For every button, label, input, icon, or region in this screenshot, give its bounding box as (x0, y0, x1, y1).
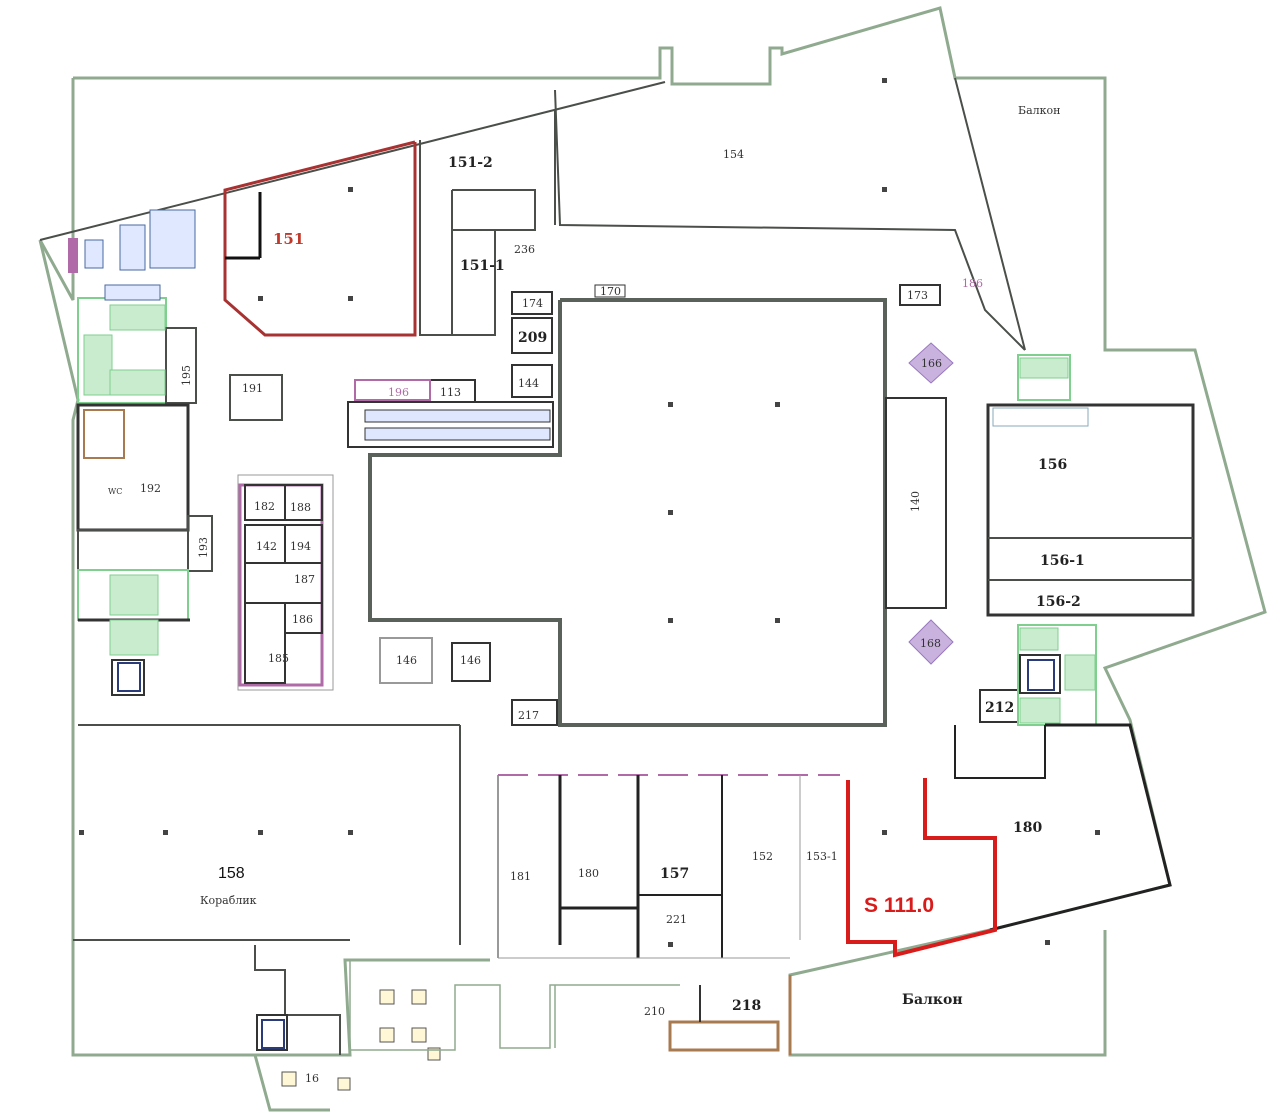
room-151-2-label: 151-2 (448, 155, 493, 171)
stairs (83, 304, 1096, 724)
room-209-label: 209 (518, 330, 547, 346)
room-labels: 151 151-2 151-1 154 236 174 209 144 170 … (108, 104, 1085, 1085)
right-blocks (954, 354, 1195, 932)
room-188-label: 188 (290, 501, 311, 514)
cafe-furniture (281, 989, 441, 1091)
balcony-bottom-label: Балкон (902, 992, 963, 1008)
room-236-label: 236 (514, 243, 535, 256)
room-191-label: 191 (242, 382, 263, 395)
room-193-label: 193 (197, 537, 210, 558)
room-210-label: 210 (644, 1005, 665, 1018)
left-blocks (73, 297, 461, 1055)
room-173-label: 173 (907, 289, 928, 302)
bottom-rooms (349, 960, 792, 1055)
room-153-1-label: 153-1 (806, 850, 838, 863)
room-196-label: 196 (388, 386, 409, 399)
room-151-walls (223, 140, 417, 337)
room-152-label: 152 (752, 850, 773, 863)
room-158-name: Кораблик (200, 894, 257, 907)
wc-label: WC (108, 487, 122, 496)
room-146b-label: 146 (460, 654, 481, 667)
room-221-label: 221 (666, 913, 687, 926)
lifts (117, 659, 1055, 1049)
room-180a-label: 180 (578, 867, 599, 880)
room-140-label: 140 (909, 491, 922, 512)
room-186-label: 186 (292, 613, 313, 626)
room-151-label: 151 (273, 230, 304, 248)
room-156-label: 156 (1038, 457, 1067, 473)
area-label: S 111.0 (864, 894, 934, 917)
room-194-label: 194 (290, 540, 311, 553)
room-142-label: 142 (256, 540, 277, 553)
room-158-label: 158 (218, 865, 245, 882)
room-217-label: 217 (518, 709, 539, 722)
room-166-label: 166 (921, 357, 942, 370)
room-156-2-label: 156-2 (1036, 594, 1081, 610)
room-113-label: 113 (440, 386, 461, 399)
room-144-label: 144 (518, 377, 539, 390)
room-156-1-label: 156-1 (1040, 553, 1085, 569)
room-174-label: 174 (522, 297, 543, 310)
room-181-label: 181 (510, 870, 531, 883)
room-180b-label: 180 (1013, 820, 1042, 836)
room-16-label: 16 (305, 1072, 319, 1085)
atrium (368, 298, 887, 727)
room-186-top-label: 186 (962, 277, 983, 290)
room-192-label: 192 (140, 482, 161, 495)
kiosk-cluster (237, 474, 558, 726)
room-146a-label: 146 (396, 654, 417, 667)
room-154-label: 154 (723, 148, 744, 161)
room-185-label: 185 (268, 652, 289, 665)
lower-shops (497, 774, 840, 1052)
room-168-label: 168 (920, 637, 941, 650)
pillars (79, 78, 1100, 947)
room-187-label: 187 (294, 573, 315, 586)
room-151-1-label: 151-1 (460, 258, 505, 274)
room-157-label: 157 (660, 866, 689, 882)
room-182-label: 182 (254, 500, 275, 513)
room-212-label: 212 (985, 700, 1014, 716)
top-kiosks (354, 284, 947, 609)
escalator (347, 401, 554, 448)
room-218-label: 218 (732, 998, 761, 1014)
highlight-unit (846, 778, 997, 958)
room-195-label: 195 (180, 365, 193, 386)
room-170-label: 170 (600, 285, 621, 298)
balcony-top-label: Балкон (1018, 104, 1060, 117)
diamond-markers (908, 342, 954, 665)
wc-fixtures (68, 209, 196, 301)
top-walls (39, 77, 1026, 351)
